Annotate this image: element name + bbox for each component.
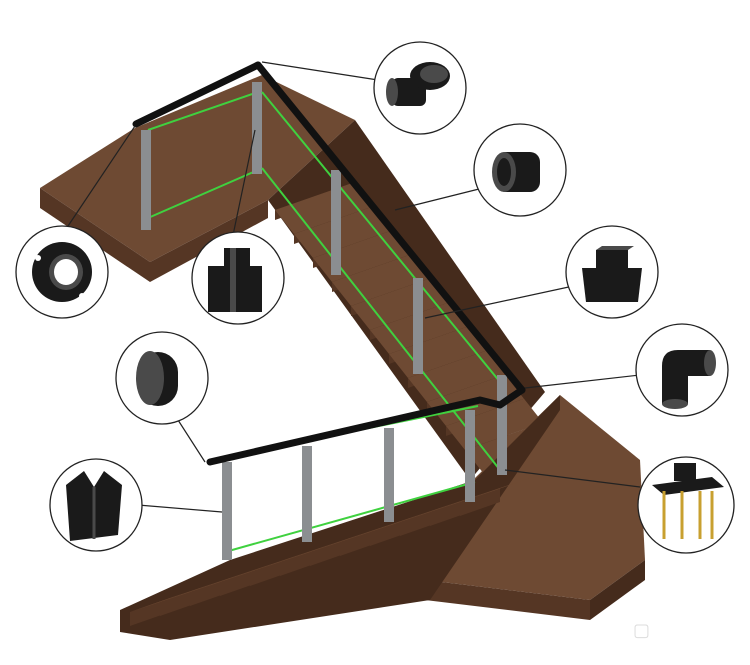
upper-flight-railing: [254, 61, 526, 475]
post: [222, 462, 232, 560]
post: [302, 446, 312, 542]
post-top-cap-icon: [565, 225, 659, 319]
wall-flange-icon: [15, 225, 109, 319]
rail-corner-elbow-icon: [635, 323, 729, 417]
upper-landing-railing: [132, 61, 262, 230]
post: [413, 278, 423, 374]
post: [331, 170, 341, 275]
watermark-glyph: ▢: [633, 620, 650, 641]
post: [465, 410, 475, 502]
post: [497, 375, 507, 475]
post: [384, 428, 394, 522]
upper-landing: [40, 75, 355, 282]
rail-end-cap-icon: [115, 331, 209, 425]
post: [141, 130, 151, 230]
rail-sleeve-icon: [473, 123, 567, 217]
post-glass-clamp-icon: [191, 231, 285, 325]
callouts: [15, 41, 735, 554]
glass-channel-clip-icon: [49, 458, 143, 552]
rail-elbow-icon: [373, 41, 467, 135]
anchor-base-plate-icon: [637, 456, 735, 554]
lower-flight: [120, 395, 560, 640]
post: [252, 82, 262, 174]
lower-landing: [425, 395, 645, 620]
lower-flight-railing: [206, 386, 526, 560]
